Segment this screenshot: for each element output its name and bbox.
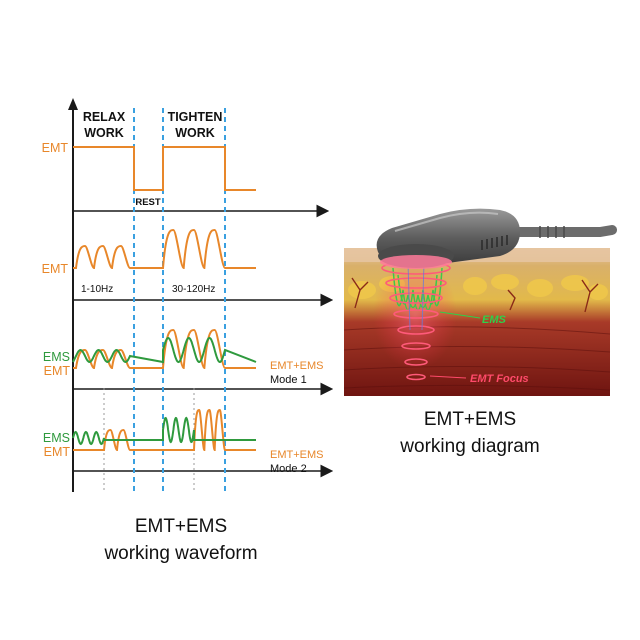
fat-globule [491, 274, 519, 290]
relax-label-2: WORK [84, 126, 124, 140]
device-caption-line2: working diagram [399, 436, 539, 457]
muscle-fiber [343, 345, 611, 353]
emt-ring [397, 325, 435, 335]
fat-globule [348, 281, 376, 299]
device-caption-line1: EMT+EMS [424, 409, 516, 430]
row4-emt-label: EMT [44, 445, 71, 459]
tighten-label-2: WORK [175, 126, 215, 140]
row4-ems-label: EMS [43, 431, 70, 445]
handle-highlight [394, 211, 499, 232]
vessel [351, 277, 369, 309]
row2-freq-high: 30-120Hz [172, 284, 215, 295]
waveform-caption-line2: working waveform [103, 543, 257, 564]
device-handpiece [376, 208, 617, 269]
emt-ring [406, 373, 426, 381]
rest-label: REST [135, 197, 161, 208]
emt-ring [389, 292, 443, 304]
fat-globule [527, 279, 553, 297]
row4-emt-wave [73, 408, 256, 452]
applicator-face [380, 255, 452, 269]
row4-combo-label: EMT+EMS [270, 449, 323, 461]
ems-pointer [439, 311, 481, 319]
emt-ring [404, 358, 428, 366]
blood-vessels [351, 277, 599, 313]
row3-combo-text: EMT+EMS [270, 360, 323, 372]
vessel [507, 289, 516, 311]
relax-label-1: RELAX [83, 110, 126, 124]
tighten-label-1: TIGHTEN [168, 110, 223, 124]
device-diagram: EMS EMT Focus [343, 208, 617, 457]
muscle-fiber [343, 365, 611, 373]
row3-combo-label: EMT+EMS [270, 360, 323, 372]
row3-emt-wave [73, 328, 256, 370]
ems-field-label: EMS [482, 314, 507, 326]
row3-ems-wave [72, 336, 257, 364]
emt-pointer [429, 375, 467, 379]
emt-ring [393, 309, 439, 319]
row2-emt-wave [73, 228, 256, 270]
field-line [407, 261, 411, 331]
muscle-fiber [343, 384, 611, 391]
cable-ribs [539, 226, 565, 238]
fat-globule [588, 284, 608, 300]
ems-coil [397, 274, 438, 309]
device-cable [507, 225, 617, 238]
field-line [421, 261, 425, 331]
emt-ring [401, 342, 431, 350]
row3-emt-label: EMT [44, 364, 71, 378]
row2-freq-low: 1-10Hz [81, 284, 113, 295]
row4-mode-label: Mode 2 [270, 463, 307, 475]
waveform-caption-line1: EMT+EMS [135, 516, 227, 537]
row2-emt-label: EMT [42, 262, 69, 276]
field-lines [407, 261, 425, 331]
muscle-layer [343, 326, 611, 391]
row3-ems-label: EMS [43, 350, 70, 364]
fat-globule [561, 275, 589, 291]
emt-focus-label: EMT Focus [470, 373, 529, 385]
focus-glow [373, 260, 457, 370]
row1-emt-label: EMT [42, 141, 69, 155]
row4-ems-wave [72, 416, 256, 446]
vessel [581, 279, 599, 313]
vent-grille [481, 235, 508, 250]
main-axis-arrowhead [68, 98, 78, 110]
fat-globule [463, 277, 487, 295]
emt-ring [385, 277, 447, 289]
row3-mode-label: Mode 1 [270, 374, 307, 386]
waveform-diagram: RELAX WORK TIGHTEN WORK REST EMT EMT 1-1… [42, 98, 334, 564]
row1-emt-wave [73, 146, 256, 191]
